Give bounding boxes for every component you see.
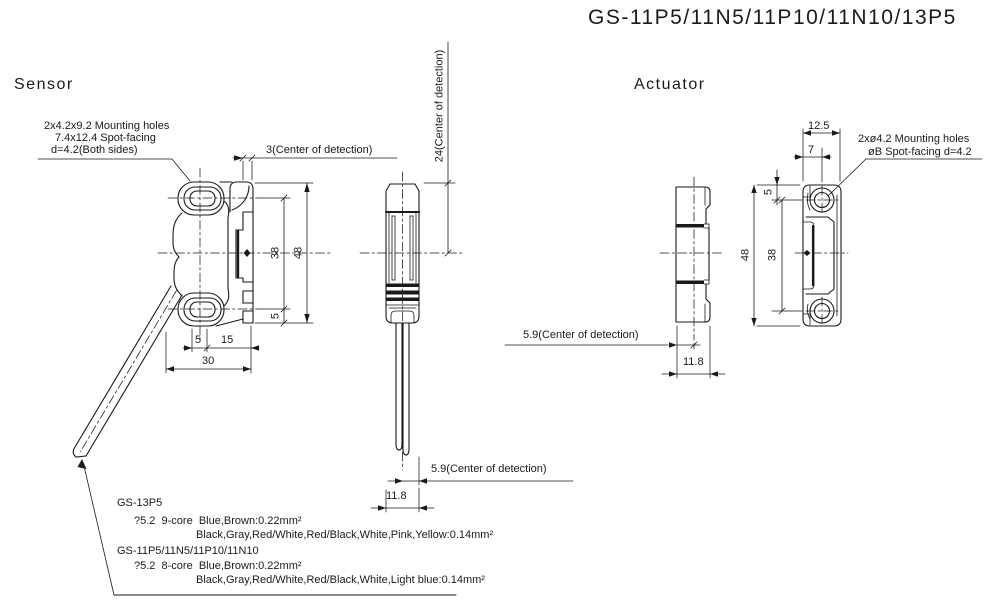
cable-note-spec-13p5-wires: Black,Gray,Red/White,Red/Black,White,Pin…: [196, 529, 494, 541]
sensor-mounting-note-line1: 2x4.2x9.2 Mounting holes: [44, 120, 170, 132]
detection-point-marker: [803, 250, 811, 256]
page-title: GS-11P5/11N5/11P10/11N10/13P5: [588, 6, 957, 29]
dim-cable-center-sensor: 5.9(Center of detection): [431, 463, 547, 475]
dim-hole-to-bottom: 5: [269, 312, 282, 320]
actuator-mounting-note-line2: øB Spot-facing d=4.2: [868, 146, 972, 158]
detection-point-marker: [243, 249, 251, 257]
sensor-mounting-note-line3: d=4.2(Both sides): [51, 144, 138, 156]
dim-hole-center-x: 7: [808, 144, 815, 156]
dim-overall-width-sensor: 30: [202, 355, 215, 367]
cable-note-model-13p5: GS-13P5: [117, 497, 163, 509]
sensor-mounting-note-line2: 7.4x12.4 Spot-facing: [55, 132, 156, 144]
actuator-dimensions: [504, 128, 983, 379]
actuator-side-view: [659, 176, 725, 335]
sensor-heading: Sensor: [14, 76, 74, 93]
dim-body-depth-actuator: 11.8: [683, 356, 704, 368]
cable-note-spec-13p5-core: ?5.2 9-core Blue,Brown:0.22mm²: [134, 515, 302, 527]
dim-detection-center-actuator: 5.9(Center of detection): [523, 329, 639, 341]
dim-hole-to-face: 15: [221, 334, 234, 346]
sensor-front-view: [157, 167, 333, 341]
dim-offset-center: 3(Center of detection): [266, 144, 373, 156]
dim-overall-width-actuator: 12.5: [808, 120, 830, 132]
dim-height-center: 24(Center of detection): [433, 49, 446, 163]
sensor-cable: [72, 285, 457, 596]
actuator-heading: Actuator: [634, 76, 706, 93]
sensor-front-dimensions: [37, 154, 398, 374]
sensor-side-view: [359, 171, 463, 471]
actuator-front-view: [794, 184, 849, 327]
dim-overall-height-actuator: 48: [739, 248, 752, 262]
actuator-mounting-note-line1: 2xø4.2 Mounting holes: [858, 133, 970, 145]
dim-hole-to-top: 5: [762, 188, 775, 196]
cable-note-spec-11-core: ?5.2 8-core Blue,Brown:0.22mm²: [134, 560, 302, 572]
dim-hole-pitch-sensor: 38: [269, 246, 282, 260]
cable-note-spec-11-wires: Black,Gray,Red/White,Red/Black,White,Lig…: [196, 574, 485, 586]
dim-hole-offset: 5: [195, 334, 202, 346]
dim-body-depth-sensor: 11.8: [386, 490, 407, 502]
cable-note-model-11: GS-11P5/11N5/11P10/11N10: [117, 545, 259, 557]
dim-overall-height-sensor: 48: [292, 246, 305, 260]
dim-hole-pitch-actuator: 38: [766, 248, 779, 262]
sensor-side-dimensions: [370, 41, 574, 513]
